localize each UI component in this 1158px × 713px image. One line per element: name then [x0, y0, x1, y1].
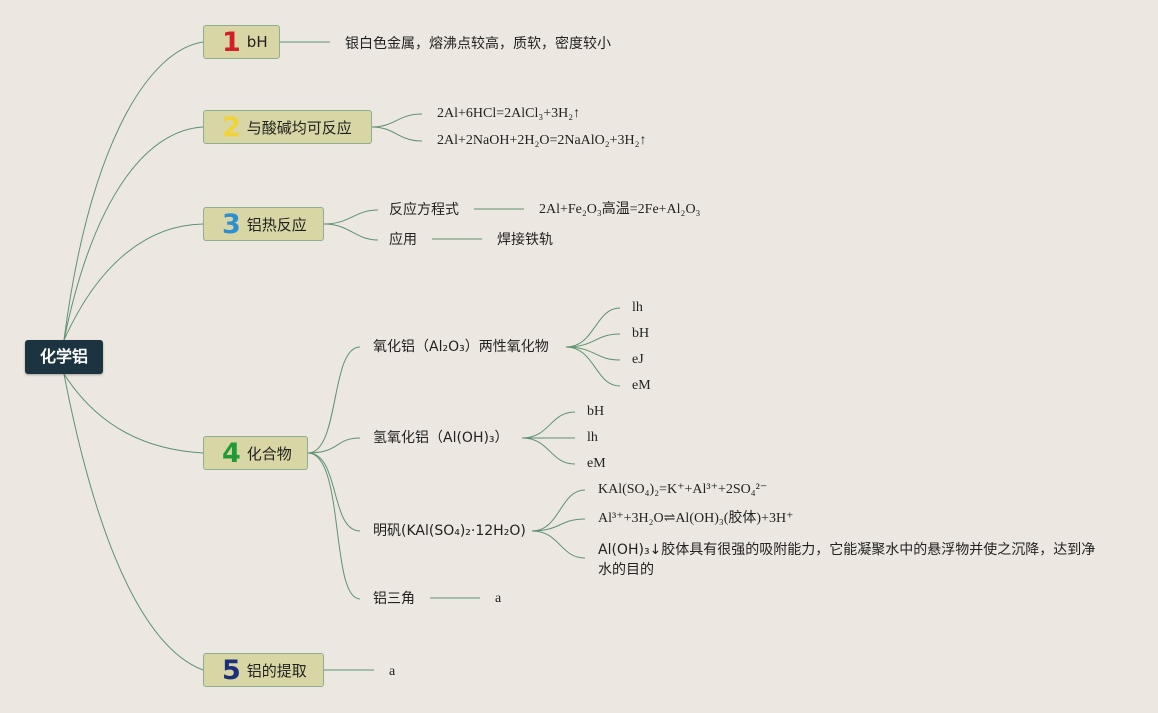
topic-5[interactable]: 5 铝的提取: [203, 653, 324, 687]
hydroxide-label[interactable]: 氢氧化铝（Al(OH)₃）: [373, 430, 509, 446]
topic-number: 2: [222, 111, 241, 143]
use-value[interactable]: 焊接铁轨: [497, 232, 553, 248]
use-label[interactable]: 应用: [389, 232, 417, 248]
oxide-item[interactable]: lh: [632, 300, 643, 315]
topic-number: 1: [222, 26, 241, 58]
hydroxide-item[interactable]: lh: [587, 430, 598, 445]
alum-label[interactable]: 明矾(KAl(SO₄)₂·12H₂O): [373, 523, 526, 539]
alum-purification-note[interactable]: Al(OH)₃↓胶体具有很强的吸附能力，它能凝聚水中的悬浮物并使之沉降，达到净水…: [598, 542, 1096, 578]
topic-2[interactable]: 2 与酸碱均可反应: [203, 110, 372, 144]
topic-label: bH: [246, 33, 268, 51]
topic-3[interactable]: 3 铝热反应: [203, 207, 324, 241]
property-note[interactable]: 银白色金属，熔沸点较高，质软，密度较小: [345, 36, 611, 52]
oxide-item[interactable]: eJ: [632, 352, 644, 367]
topic-label: 与酸碱均可反应: [246, 118, 352, 137]
extraction-value[interactable]: a: [389, 664, 396, 679]
topic-label: 铝热反应: [246, 215, 307, 234]
topic-1[interactable]: 1 bH: [203, 25, 280, 59]
topic-label: 化合物: [246, 444, 292, 463]
topic-number: 4: [222, 437, 241, 469]
oxide-label[interactable]: 氧化铝（Al₂O₃）两性氧化物: [373, 339, 549, 355]
oxide-item[interactable]: eM: [632, 378, 651, 393]
hydroxide-item[interactable]: bH: [587, 404, 605, 419]
topic-number: 5: [222, 654, 241, 686]
base-equation[interactable]: 2Al+2NaOH+2H₂O=2NaAlO₂+3H₂↑: [437, 133, 647, 148]
topic-number: 3: [222, 208, 241, 240]
alum-hydrolysis[interactable]: Al³⁺+3H₂O⇌Al(OH)₃(胶体)+3H⁺: [598, 511, 794, 526]
triangle-value[interactable]: a: [495, 591, 502, 606]
thermite-equation[interactable]: 2Al+Fe₂O₃高温=2Fe+Al₂O₃: [539, 202, 701, 217]
equation-label[interactable]: 反应方程式: [389, 202, 459, 218]
acid-equation[interactable]: 2Al+6HCl=2AlCl₃+3H₂↑: [437, 106, 581, 121]
topic-label: 铝的提取: [246, 661, 307, 680]
topic-4[interactable]: 4 化合物: [203, 436, 308, 470]
alum-ionization[interactable]: KAl(SO₄)₂=K⁺+Al³⁺+2SO₄²⁻: [598, 482, 768, 497]
triangle-label[interactable]: 铝三角: [373, 591, 415, 607]
oxide-item[interactable]: bH: [632, 326, 650, 341]
hydroxide-item[interactable]: eM: [587, 456, 606, 471]
root-node[interactable]: 化学铝: [25, 340, 103, 374]
